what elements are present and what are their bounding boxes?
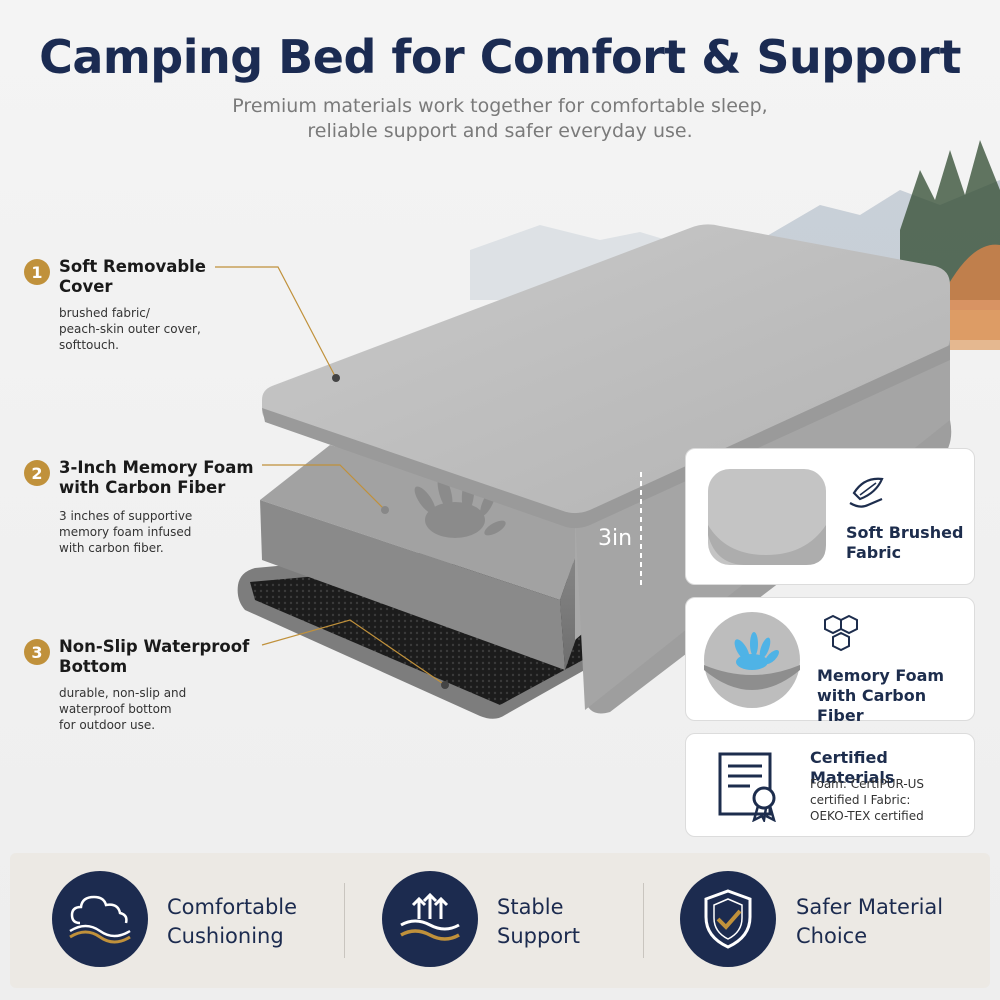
feature-desc-line-1: durable, non-slip and (59, 686, 187, 700)
benefit-divider (344, 883, 345, 958)
feature-desc-line-1: brushed fabric/ (59, 306, 150, 320)
feature-title: Non-Slip Waterproof Bottom (59, 637, 274, 677)
support-arrows-icon (400, 892, 460, 941)
benefits-bar: Comfortable Cushioning Stable Support (10, 853, 990, 988)
benefit-divider (643, 883, 644, 958)
card-label-line-1: Memory Foam (817, 666, 945, 685)
feature-desc-line-3: for outdoor use. (59, 718, 156, 732)
benefit-comfortable-cushioning: Comfortable Cushioning (52, 871, 352, 971)
feature-desc-line-1: 3 inches of supportive (59, 509, 193, 523)
benefit-label: Stable Support (497, 893, 677, 951)
feature-description: durable, non-slip and waterproof bottom … (59, 685, 229, 733)
card-description: Foam: CertiPUR-US certified I Fabric: OE… (810, 776, 924, 824)
feature-number-badge: 2 (24, 460, 50, 486)
feature-desc-line-2: peach-skin outer cover, (59, 322, 201, 336)
benefit-label-line-2: Choice (796, 924, 868, 948)
card-desc-line-1: Foam: CertiPUR-US (810, 777, 925, 791)
page-title: Camping Bed for Comfort & Support (39, 30, 961, 84)
feature-title-line-2: with Carbon Fiber (59, 478, 226, 497)
benefit-stable-support: Stable Support (382, 871, 652, 971)
card-label-line-2: with Carbon Fiber (817, 686, 927, 725)
shield-check-icon (704, 889, 752, 949)
foam-top (260, 445, 590, 600)
feature-description: 3 inches of supportive memory foam infus… (59, 508, 229, 556)
benefit-icon-circle (52, 871, 148, 967)
feature-number-badge: 1 (24, 259, 50, 285)
card-label: Certified Materials (810, 748, 895, 787)
subtitle-line-1: Premium materials work together for comf… (232, 95, 768, 117)
feature-desc-line-3: softtouch. (59, 338, 119, 352)
feature-title-line-2: Cover (59, 277, 113, 296)
card-soft-brushed-fabric: Soft Brushed Fabric (685, 448, 975, 585)
subtitle-line-2: reliable support and safer everyday use. (307, 120, 693, 142)
foam-front (260, 500, 565, 670)
card-label: Soft Brushed Fabric (846, 523, 963, 563)
feature-title-line-2: Bottom (59, 657, 128, 676)
benefit-safer-material: Safer Material Choice (680, 871, 980, 971)
feature-title-line-1: 3-Inch Memory Foam (59, 458, 254, 477)
feature-desc-line-3: with carbon fiber. (59, 541, 164, 555)
benefit-label-line-2: Support (497, 924, 581, 948)
honeycomb-icon (824, 614, 858, 652)
card-label: Memory Foam with Carbon Fiber (817, 666, 974, 726)
benefit-label-line-1: Stable (497, 895, 564, 919)
feature-title: 3-Inch Memory Foam with Carbon Fiber (59, 458, 274, 498)
benefit-label: Safer Material Choice (796, 893, 976, 951)
card-label-line-1: Soft Brushed (846, 523, 964, 542)
benefit-label-line-1: Comfortable (167, 895, 298, 919)
certificate-icon (718, 752, 776, 822)
card-desc-line-2: certified I Fabric: (810, 793, 911, 807)
card-certified-materials: Certified Materials Foam: CertiPUR-US ce… (685, 733, 975, 837)
feature-title: Soft Removable Cover (59, 257, 274, 297)
callout-lines (215, 266, 446, 686)
card-desc-line-3: OEKO-TEX certified (810, 809, 924, 823)
benefit-label-line-2: Cushioning (167, 924, 284, 948)
feature-desc-line-2: waterproof bottom (59, 702, 172, 716)
foam-sample-image (704, 612, 800, 708)
feature-number-badge: 3 (24, 639, 50, 665)
cloud-cushion-icon (69, 895, 131, 944)
benefit-icon-circle (382, 871, 478, 967)
card-memory-foam: Memory Foam with Carbon Fiber (685, 597, 975, 725)
feature-title-line-1: Soft Removable (59, 257, 207, 276)
page-subtitle: Premium materials work together for comf… (200, 94, 800, 144)
feature-title-line-1: Non-Slip Waterproof (59, 637, 250, 656)
benefit-icon-circle (680, 871, 776, 967)
feature-desc-line-2: memory foam infused (59, 525, 192, 539)
feature-description: brushed fabric/ peach-skin outer cover, … (59, 305, 229, 353)
cover-top (262, 224, 950, 514)
benefit-label: Comfortable Cushioning (167, 893, 347, 951)
fabric-swatch-image (708, 469, 826, 565)
card-label-line-2: Fabric (846, 543, 902, 562)
benefit-label-line-1: Safer Material (796, 895, 944, 919)
thickness-label: 3in (598, 526, 632, 551)
feather-hand-icon (849, 477, 884, 508)
